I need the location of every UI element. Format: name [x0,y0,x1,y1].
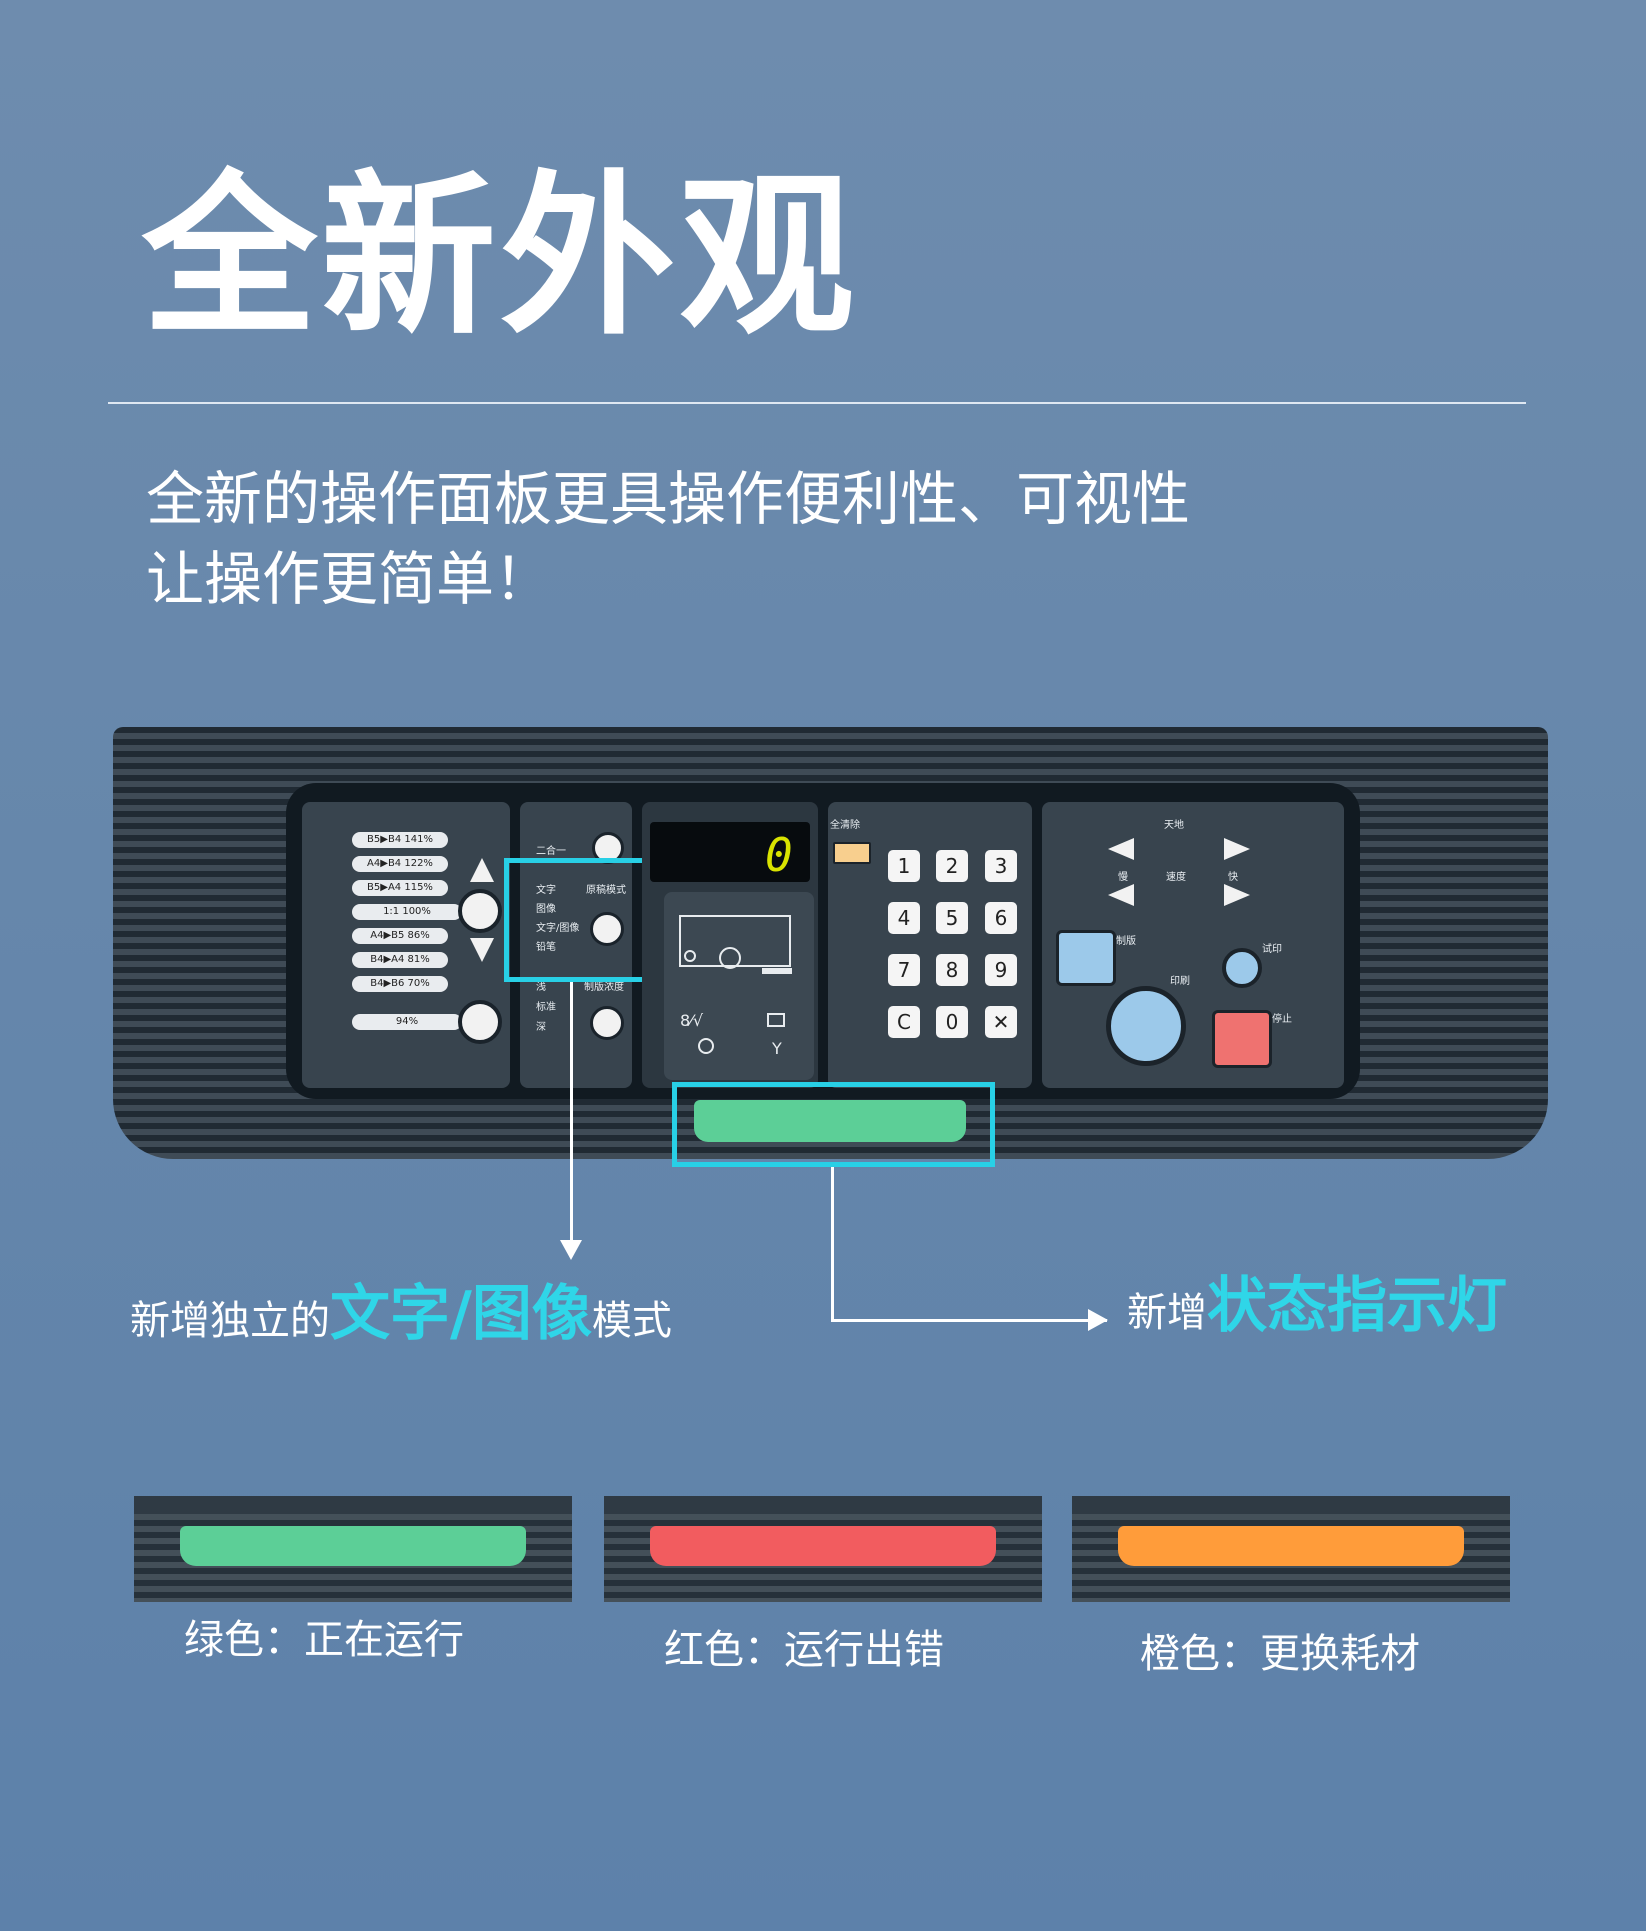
zoom-down-icon[interactable] [470,938,494,962]
status-light-caption: 新增状态指示灯 [1127,1276,1507,1336]
red-light-swatch [604,1496,1042,1602]
mode-label: 二合一 [536,846,566,857]
status-indicator-light [694,1100,966,1142]
key-clear[interactable]: C [888,1006,920,1038]
caption-prefix: 新增独立的 [130,1298,330,1344]
ratio-option[interactable]: B5▶B4 141% [352,832,448,848]
counter-digit: 0 [765,828,793,882]
speed-slow-label: 慢 [1118,872,1128,883]
orange-light-bar [1118,1526,1464,1566]
position-label: 天地 [1164,820,1184,831]
key-0[interactable]: 0 [936,1006,968,1038]
callout-line-left [570,982,573,1240]
position-down-icon[interactable] [1224,838,1250,860]
callout-line-right-h [831,1319,1107,1322]
machine-status-icon: 8⁄√ Y [679,915,792,1058]
master-making-button[interactable] [1056,930,1116,986]
original-mode-button[interactable] [590,912,624,946]
ratio-option[interactable]: A4▶B4 122% [352,856,448,872]
mode-label: 标准 [536,1002,556,1013]
page-title: 全新外观 [142,156,858,359]
proof-print-button[interactable] [1222,948,1262,988]
mode-label: 深 [536,1022,546,1033]
caption-emphasis: 状态指示灯 [1207,1271,1507,1341]
zoom-up-icon[interactable] [470,858,494,882]
red-light-label: 红色：运行出错 [664,1627,944,1673]
orange-light-label: 橙色：更换耗材 [1140,1631,1420,1677]
speed-fast-label: 快 [1228,872,1238,883]
ratio-option[interactable]: 1:1 100% [352,904,462,920]
key-8[interactable]: 8 [936,954,968,986]
stop-button[interactable] [1212,1010,1272,1068]
zoom-button[interactable] [458,1000,502,1044]
key-2[interactable]: 2 [936,850,968,882]
subtitle-line-2: 让操作更简单！ [146,545,553,613]
position-up-icon[interactable] [1108,838,1134,860]
zoom-option[interactable]: 94% [352,1014,462,1030]
mode-label: 制版浓度 [584,982,624,993]
callout-line-right [831,1167,834,1322]
mode-label: 铅笔 [536,942,556,953]
svg-text:8⁄√: 8⁄√ [680,1011,704,1030]
density-button[interactable] [590,1006,624,1040]
swatch-top [134,1496,572,1514]
arrow-down-icon [560,1240,582,1260]
mode-label: 浅 [536,982,546,993]
status-light-highlight [672,1082,995,1167]
key-6[interactable]: 6 [985,902,1017,934]
key-1[interactable]: 1 [888,850,920,882]
swatch-top [1072,1496,1510,1514]
key-9[interactable]: 9 [985,954,1017,986]
counter-display [650,822,810,882]
master-making-label: 制版 [1116,936,1136,947]
subtitle-line-1: 全新的操作面板更具操作便利性、可视性 [146,465,1191,533]
clear-all-label: 全清除 [830,820,860,831]
clear-all-button[interactable] [833,842,871,864]
orange-light-swatch [1072,1496,1510,1602]
text-image-mode-highlight [504,858,650,982]
mode-label: 文字 [536,885,556,896]
mode-label: 图像 [536,904,556,915]
key-7[interactable]: 7 [888,954,920,986]
text-image-mode-caption: 新增独立的文字/图像模式 [130,1284,672,1344]
green-light-swatch [134,1496,572,1602]
key-cancel[interactable]: ✕ [985,1006,1017,1038]
caption-suffix: 模式 [591,1298,672,1344]
caption-emphasis: 文字/图像 [330,1279,592,1349]
ratio-option[interactable]: B4▶A4 81% [352,952,448,968]
speed-up-icon[interactable] [1224,884,1250,906]
stop-label: 停止 [1272,1014,1292,1025]
swatch-top [604,1496,1042,1514]
print-label: 印刷 [1170,976,1190,987]
ratio-select-button[interactable] [458,889,502,933]
green-light-bar [180,1526,526,1566]
print-start-button[interactable] [1106,986,1186,1066]
key-3[interactable]: 3 [985,850,1017,882]
ratio-option[interactable]: B4▶B6 70% [352,976,448,992]
mode-label: 文字/图像 [536,923,580,934]
arrow-right-icon [1088,1309,1108,1331]
green-light-label: 绿色：正在运行 [184,1617,464,1663]
key-4[interactable]: 4 [888,902,920,934]
red-light-bar [650,1526,996,1566]
ratio-option[interactable]: B5▶A4 115% [352,880,448,896]
proof-print-label: 试印 [1262,944,1282,955]
caption-prefix: 新增 [1127,1290,1207,1336]
svg-text:Y: Y [771,1039,782,1058]
speed-label: 速度 [1166,872,1186,883]
ratio-option[interactable]: A4▶B5 86% [352,928,448,944]
key-5[interactable]: 5 [936,902,968,934]
mode-label: 原稿模式 [586,885,626,896]
divider [108,402,1526,404]
speed-down-icon[interactable] [1108,884,1134,906]
